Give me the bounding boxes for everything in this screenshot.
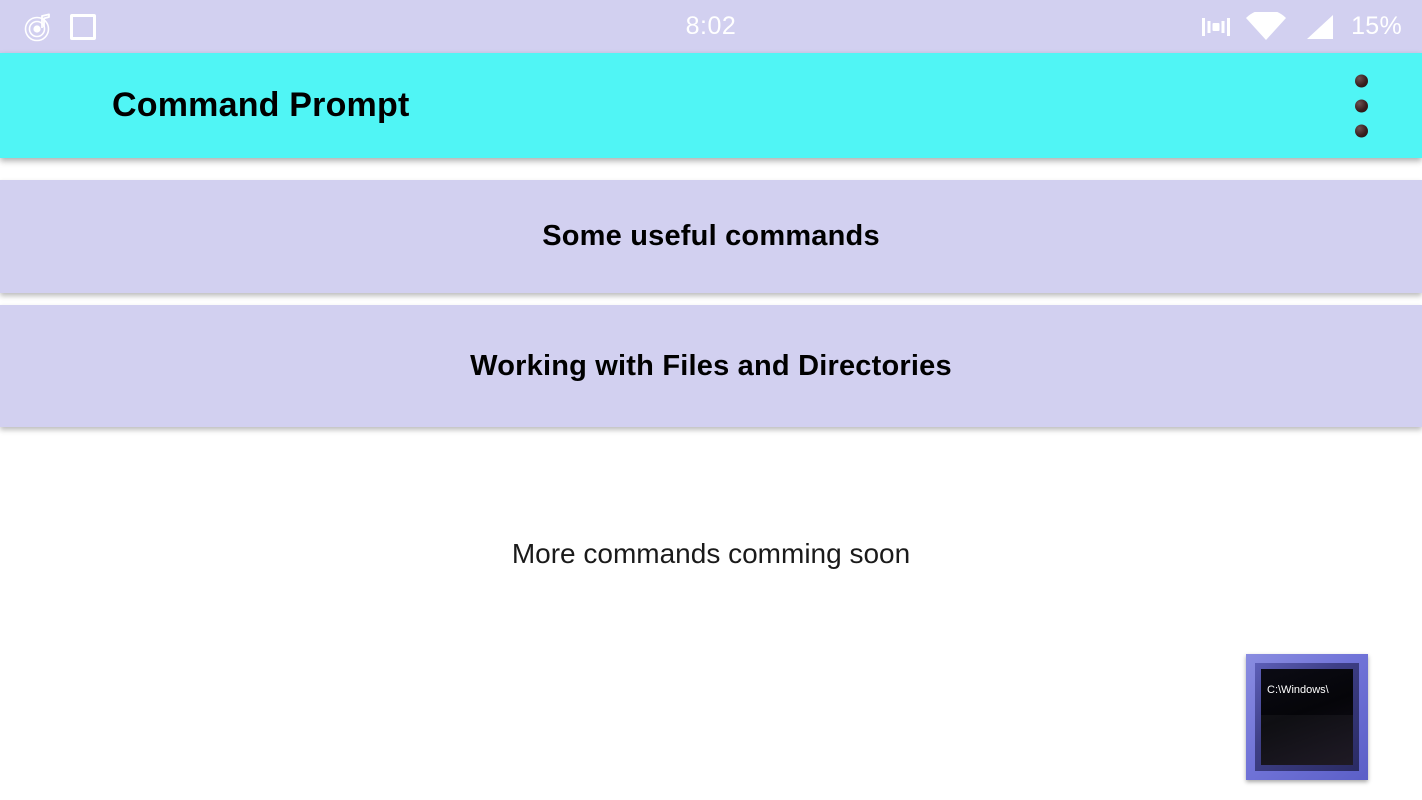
command-prompt-icon-shade bbox=[1261, 715, 1353, 765]
status-bar-clock: 8:02 bbox=[685, 12, 737, 40]
list-item-label: Some useful commands bbox=[542, 220, 880, 252]
command-category-list: Some useful commands Working with Files … bbox=[0, 158, 1422, 427]
more-vertical-icon[interactable] bbox=[1345, 68, 1378, 143]
command-prompt-icon-bevel: C:\Windows\ bbox=[1255, 663, 1359, 771]
list-item-working-with-files-and-directories[interactable]: Working with Files and Directories bbox=[0, 305, 1422, 427]
app-bar: Command Prompt bbox=[0, 53, 1422, 158]
overflow-dot bbox=[1355, 99, 1368, 112]
music-note-disc-icon bbox=[24, 12, 54, 42]
status-bar-left-icons bbox=[0, 12, 469, 42]
status-bar-clock-wrap: 8:02 bbox=[469, 12, 953, 41]
command-prompt-icon-path-text: C:\Windows\ bbox=[1267, 684, 1329, 696]
list-item-label: Working with Files and Directories bbox=[470, 349, 952, 382]
command-prompt-icon-screen: C:\Windows\ bbox=[1261, 669, 1353, 765]
signal-icon bbox=[1301, 12, 1337, 42]
coming-soon-note: More commands comming soon bbox=[511, 538, 911, 569]
overflow-dot bbox=[1355, 74, 1368, 87]
status-bar: 8:02 15% bbox=[0, 0, 1422, 53]
vibrate-icon bbox=[1201, 14, 1231, 40]
battery-percentage: 15% bbox=[1351, 12, 1402, 40]
status-bar-right-icons: 15% bbox=[953, 9, 1422, 42]
square-outline-icon bbox=[70, 13, 96, 40]
page-title: Command Prompt bbox=[112, 86, 410, 124]
command-prompt-icon: C:\Windows\ bbox=[1246, 654, 1368, 780]
list-item-some-useful-commands[interactable]: Some useful commands bbox=[0, 180, 1422, 293]
overflow-dot bbox=[1355, 124, 1368, 137]
wifi-icon bbox=[1245, 9, 1287, 42]
